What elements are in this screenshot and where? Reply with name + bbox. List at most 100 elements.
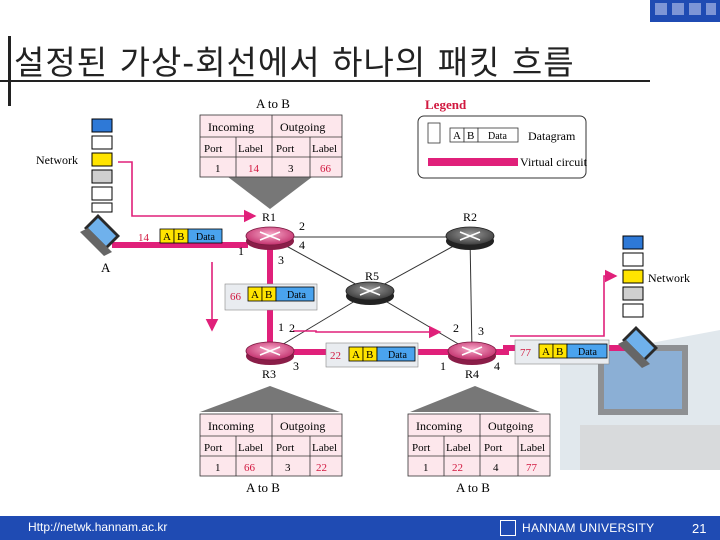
table-header: Port xyxy=(276,143,294,155)
router-label-r3: R3 xyxy=(262,367,276,381)
port-number: 2 xyxy=(299,219,305,233)
legend-virtual-circuit: Virtual circuit xyxy=(520,155,588,169)
switching-table-r4: Incoming Outgoing Port Label Port Label … xyxy=(407,413,551,495)
packet-data: Data xyxy=(388,350,407,361)
packet-label: 22 xyxy=(330,350,341,362)
packet-r4: 22 A B Data xyxy=(325,342,419,368)
table-outgoing: Outgoing xyxy=(280,120,325,134)
title-vertical-rule xyxy=(8,36,11,106)
router-icon-r1 xyxy=(245,226,295,250)
packet-label: 77 xyxy=(520,347,532,359)
packet-dest: 77 A B Data xyxy=(514,339,610,365)
table-pointer xyxy=(410,386,540,412)
table-pointer xyxy=(228,177,312,209)
table-cell: 4 xyxy=(493,462,499,474)
table-header: Port xyxy=(204,442,222,454)
table-cell: 1 xyxy=(423,462,429,474)
top-bar-white xyxy=(0,0,650,22)
legend-a: A xyxy=(453,130,461,142)
table-pointer xyxy=(200,386,340,412)
table-cell: 22 xyxy=(452,462,463,474)
packet-label: 66 xyxy=(230,291,242,303)
table-cell: 1 xyxy=(215,163,221,175)
table-header: Label xyxy=(312,442,337,454)
table-cell: 14 xyxy=(248,163,260,175)
port-number: 1 xyxy=(440,359,446,373)
router-icon-r2 xyxy=(445,226,495,250)
port-number: 3 xyxy=(478,324,484,338)
router-label-r4: R4 xyxy=(465,367,479,381)
deco-square xyxy=(655,3,667,15)
table-cell: 1 xyxy=(215,462,221,474)
table-caption: A to B xyxy=(246,480,280,495)
router-label-r5: R5 xyxy=(365,269,379,283)
legend-datagram: Datagram xyxy=(528,129,576,143)
switching-table-r3: Incoming Outgoing Port Label Port Label … xyxy=(199,413,343,495)
table-caption: A to B xyxy=(256,96,290,111)
table-header: Label xyxy=(312,143,337,155)
flow-arrows xyxy=(118,161,618,339)
laptop-icon-a xyxy=(80,214,120,256)
port-number: 2 xyxy=(453,321,459,335)
network-label-right: Network xyxy=(648,271,690,285)
slide-title: 설정된 가상-회선에서 하나의 패킷 흐름 xyxy=(14,43,575,82)
legend-b: B xyxy=(467,130,474,142)
table-cell: 3 xyxy=(285,462,291,474)
router-label-r2: R2 xyxy=(463,210,477,224)
packet-a: A xyxy=(163,231,171,243)
packet-b: B xyxy=(556,346,563,358)
deco-square xyxy=(706,3,716,15)
network-label-left: Network xyxy=(36,153,78,167)
port-number: 2 xyxy=(289,321,295,335)
packet-a: A xyxy=(352,349,360,361)
table-cell: 77 xyxy=(526,462,538,474)
port-number: 1 xyxy=(278,320,284,334)
footer-bar: Http://netwk.hannam.ac.kr HANNAM UNIVERS… xyxy=(0,516,720,540)
table-incoming: Incoming xyxy=(208,419,254,433)
packet-data: Data xyxy=(287,290,306,301)
port-number: 3 xyxy=(278,253,284,267)
packet-r3: 66 A B Data xyxy=(224,283,318,311)
laptop-icon-b xyxy=(618,326,658,368)
footer-url: Http://netwk.hannam.ac.kr xyxy=(28,520,168,534)
table-caption: A to B xyxy=(456,480,490,495)
port-number: 3 xyxy=(293,359,299,373)
footer-university: HANNAM UNIVERSITY xyxy=(522,521,655,535)
router-icon-r5 xyxy=(345,281,395,305)
packet-data: Data xyxy=(578,347,597,358)
link-r2-r4 xyxy=(469,236,473,353)
university-logo-icon xyxy=(500,520,516,536)
table-header: Label xyxy=(520,442,545,454)
switching-table-r1: A to B Incoming Outgoing Port Label Port… xyxy=(199,96,343,178)
table-header: Label xyxy=(238,143,263,155)
packet-b: B xyxy=(366,349,373,361)
packet-b: B xyxy=(177,231,184,243)
table-cell: 3 xyxy=(288,163,294,175)
table-header: Port xyxy=(276,442,294,454)
packet-a: A xyxy=(251,289,259,301)
packet-b: B xyxy=(265,289,272,301)
legend: Legend A B Data Datagram Virtual circuit xyxy=(417,97,588,179)
packet-r1: 14 A B Data xyxy=(138,228,223,244)
host-a-label: A xyxy=(101,260,111,275)
table-incoming: Incoming xyxy=(208,120,254,134)
table-outgoing: Outgoing xyxy=(280,419,325,433)
port-numbers: 2 4 1 3 1 2 3 2 3 1 4 xyxy=(238,219,500,373)
packet-data: Data xyxy=(196,232,215,243)
table-header: Label xyxy=(446,442,471,454)
router-icon-r3 xyxy=(245,341,295,365)
table-cell: 66 xyxy=(244,462,256,474)
deco-square xyxy=(689,3,701,15)
title-underline xyxy=(0,80,650,82)
table-header: Port xyxy=(412,442,430,454)
page-number: 21 xyxy=(692,521,707,536)
legend-data: Data xyxy=(488,131,507,142)
router-label-r1: R1 xyxy=(262,210,276,224)
table-header: Port xyxy=(204,143,222,155)
left-network-stack xyxy=(91,118,113,213)
port-number: 4 xyxy=(299,238,305,252)
table-outgoing: Outgoing xyxy=(488,419,533,433)
table-header: Label xyxy=(238,442,263,454)
table-cell: 66 xyxy=(320,163,332,175)
